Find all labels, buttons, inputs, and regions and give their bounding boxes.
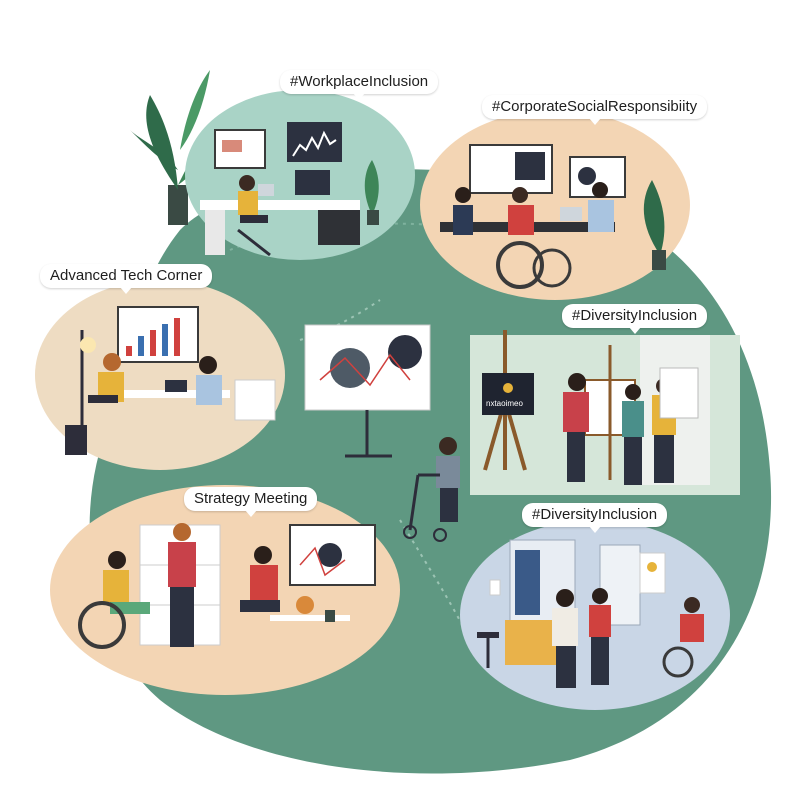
panel-corporate-social-responsibility bbox=[420, 110, 690, 300]
panel-diversity-inclusion-bottom bbox=[460, 520, 730, 710]
label-corporate-social-responsibility: #CorporateSocialResponsibiity bbox=[482, 95, 708, 125]
panel-strategy-meeting bbox=[50, 485, 400, 695]
person-with-walker bbox=[403, 437, 460, 542]
label-diversity-inclusion-bottom: #DiversityInclusion bbox=[522, 503, 668, 533]
label-diversity-inclusion-top: #DiversityInclusion bbox=[562, 304, 708, 334]
label-advanced-tech-corner: Advanced Tech Corner bbox=[40, 264, 213, 294]
panel-diversity-inclusion-top bbox=[470, 330, 740, 495]
easel-sign-text: nxtaoimeo bbox=[486, 399, 523, 408]
panel-workplace-inclusion bbox=[185, 90, 415, 260]
label-workplace-inclusion: #WorkplaceInclusion bbox=[280, 70, 439, 100]
label-strategy-meeting: Strategy Meeting bbox=[184, 487, 318, 517]
panel-advanced-tech-corner bbox=[35, 280, 285, 470]
center-presentation-board bbox=[304, 324, 431, 458]
